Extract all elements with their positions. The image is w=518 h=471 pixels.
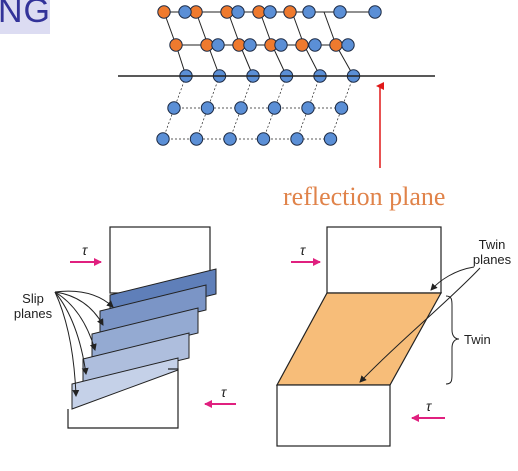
twin-brace — [445, 295, 460, 385]
atom-orange — [169, 38, 183, 52]
slip-step — [82, 332, 190, 385]
atom-blue — [290, 132, 304, 146]
atom-orange — [295, 38, 309, 52]
atom-blue — [167, 101, 181, 115]
slip-leader-arrow — [54, 290, 114, 308]
atom-blue — [308, 38, 322, 52]
atom-blue — [211, 38, 225, 52]
twin-label: Twin — [464, 332, 491, 347]
title-fragment: NG — [0, 0, 50, 30]
slip-steps — [71, 268, 217, 410]
atom-blue — [200, 101, 215, 115]
atom-blue — [368, 5, 382, 19]
slip-leader-arrow — [54, 291, 89, 375]
atom-blue — [223, 132, 237, 146]
atom-blue — [156, 132, 170, 146]
atom-blue — [302, 5, 316, 19]
atom-blue — [234, 101, 248, 115]
twin-plane-pointer-upper — [430, 266, 475, 291]
slip-leader-arrow — [54, 291, 97, 351]
twin-tau-label-top: τ — [300, 242, 306, 258]
slip-bottom-block — [67, 368, 179, 429]
atom-blue — [323, 132, 338, 146]
atom-blue — [189, 132, 204, 146]
title-banner: NG — [0, 0, 50, 34]
atom-blue — [267, 101, 282, 115]
atom-blue — [263, 5, 277, 19]
atom-blue — [301, 101, 315, 115]
atom-blue — [274, 38, 288, 52]
slip-leader-arrow — [54, 291, 80, 397]
atom-orange — [157, 5, 171, 19]
twin-region — [275, 292, 443, 386]
atom-blue — [341, 38, 355, 52]
atom-orange — [283, 5, 297, 19]
atom-orange — [329, 38, 343, 52]
reflection-plane-label: reflection plane — [283, 182, 446, 211]
slip-leader-arrows — [54, 290, 114, 397]
slip-leader-arrow — [54, 291, 104, 326]
twin-tau-label-bottom: τ — [426, 398, 432, 414]
slip-step — [99, 284, 207, 337]
slip-tau-label-bottom: τ — [221, 384, 227, 400]
atom-blue — [256, 132, 271, 146]
atom-blue — [334, 101, 349, 115]
atom-blue — [333, 5, 347, 19]
twin-bottom-block — [276, 384, 391, 447]
twin-top-block — [326, 226, 442, 294]
atom-blue — [178, 5, 192, 19]
atom-blue — [243, 38, 257, 52]
twin-plane-pointer-lower — [359, 267, 481, 383]
atom-blue — [231, 5, 245, 19]
slip-tau-label-top: τ — [82, 242, 88, 258]
